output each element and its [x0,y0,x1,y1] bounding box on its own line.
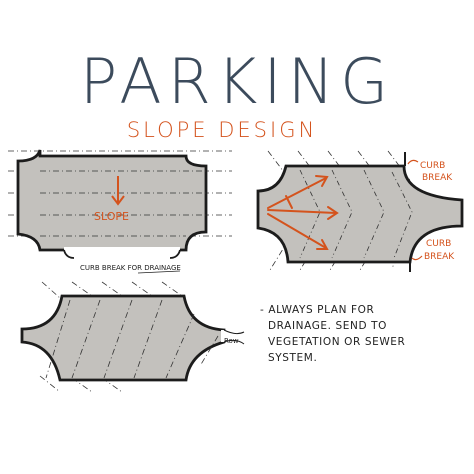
slope-arrows [267,175,339,250]
slope-label: SLOPE [94,210,129,223]
note-line-1: - ALWAYS PLAN FOR [260,304,374,316]
diagram-crown-slope: SLOPE CURB BREAK FOR DRAINAGE [8,149,232,274]
curb-break-label-bottom: CURB BREAK [411,239,455,262]
slope-arrow [111,176,125,206]
diagram-diagonal-slope: Row [20,281,245,393]
page-subtitle: SLOPE DESIGN [127,118,317,142]
note-line-2: DRAINAGE. SEND TO [268,320,387,332]
drainage-note: - ALWAYS PLAN FOR DRAINAGE. SEND TO VEGE… [260,304,405,364]
parking-lot-paving-3 [20,294,226,382]
curb-break-label-top: CURB BREAK [407,159,453,183]
parking-lot-paving-1 [16,149,208,252]
curb-label-bottom-1: CURB [426,239,451,249]
curb-label-top-1: CURB [420,161,445,171]
diagram-chevron-slope: CURB BREAK CURB BREAK [256,150,464,272]
flow-label: Row [224,337,239,345]
curb-label-top-2: BREAK [422,173,453,183]
page-title: PARKING [80,45,394,118]
curb-break-gap [64,247,180,253]
curb-label-bottom-2: BREAK [424,252,455,262]
note-line-4: SYSTEM. [268,352,317,364]
curb-break-label: CURB BREAK FOR DRAINAGE [80,264,181,272]
note-line-3: VEGETATION OR SEWER [268,336,405,348]
